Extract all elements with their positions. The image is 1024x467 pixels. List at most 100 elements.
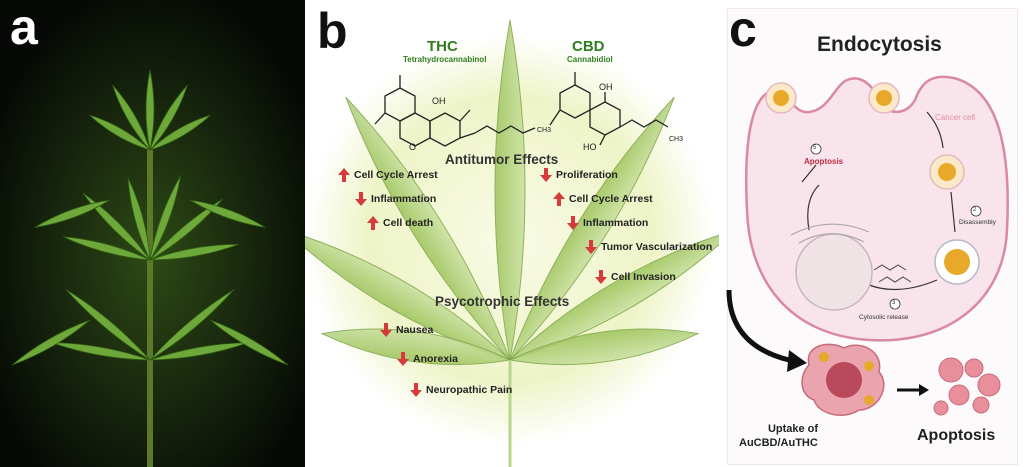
golgi-apparatus bbox=[790, 223, 870, 244]
plant-leaflet bbox=[82, 192, 151, 261]
effect-item: Nausea bbox=[380, 323, 433, 337]
nanoparticle-icon bbox=[868, 82, 900, 114]
antitumor-effects-title: Antitumor Effects bbox=[445, 152, 559, 167]
plant-leaflet bbox=[149, 198, 224, 261]
effect-label: Cell Invasion bbox=[611, 271, 676, 283]
cbd-oh-label: OH bbox=[599, 82, 613, 92]
effect-item: Inflammation bbox=[567, 216, 648, 230]
effect-item: Cell Cycle Arrest bbox=[338, 168, 438, 182]
cbd-title: CBD bbox=[572, 38, 605, 55]
endocytosis-diagram bbox=[726, 75, 1009, 416]
plant-leaflet bbox=[149, 243, 239, 261]
step-disassembly-label: Disassembly bbox=[959, 219, 996, 226]
effect-item: Tumor Vascularization bbox=[585, 240, 712, 254]
step-cytosolic-label: Cytosolic release bbox=[859, 314, 909, 321]
plant-leaflet bbox=[149, 114, 211, 151]
effect-item: Anorexia bbox=[397, 352, 458, 366]
plant-leaflet bbox=[89, 114, 151, 151]
plant-leaflet bbox=[62, 236, 151, 261]
panel-a-label: a bbox=[10, 0, 38, 55]
uptake-arrow bbox=[726, 289, 790, 363]
effect-label: Inflammation bbox=[583, 217, 649, 229]
leaf-blade bbox=[509, 229, 719, 361]
leaf-background: OH O CH3 OH HO CH3 bbox=[305, 19, 719, 467]
effect-item: Cell Invasion bbox=[595, 270, 676, 284]
effect-item: Cell death bbox=[367, 216, 433, 230]
leaf-blade bbox=[509, 96, 675, 361]
cbd-ho-label: HO bbox=[583, 142, 597, 152]
apoptotic-bodies-icon bbox=[933, 357, 1001, 416]
down-arrow-icon bbox=[595, 270, 607, 284]
thc-title: THC bbox=[427, 38, 458, 55]
panel-a-cannabis-photo: a bbox=[0, 0, 305, 467]
plant-leaflet bbox=[112, 84, 151, 151]
effect-label: Nausea bbox=[396, 324, 434, 336]
down-arrow-icon bbox=[567, 216, 579, 230]
panel-b-cannabinoid-effects: OH O CH3 OH HO CH3 b THC Tetrahydrocanna… bbox=[305, 0, 719, 467]
cbd-molecule-icon bbox=[549, 72, 669, 146]
up-arrow-icon bbox=[553, 192, 565, 206]
plant-leaflet bbox=[149, 84, 188, 151]
cannabis-plant-illustration bbox=[0, 0, 305, 467]
plant-leaflet bbox=[65, 288, 151, 361]
effect-item: Inflammation bbox=[355, 192, 436, 206]
panel-b-label: b bbox=[317, 3, 348, 59]
uptake-label-line2: AuCBD/AuTHC bbox=[739, 437, 818, 449]
effect-label: Inflammation bbox=[371, 193, 437, 205]
nanoparticle-icon bbox=[765, 82, 797, 114]
cancer-cell-label: Cancer cell bbox=[935, 113, 976, 122]
pathway-arrows bbox=[801, 111, 956, 291]
uptake-cell-nucleus bbox=[826, 362, 862, 398]
step5-number: 5 bbox=[813, 145, 817, 151]
effect-label: Cell Cycle Arrest bbox=[569, 193, 653, 205]
thc-oh-label: OH bbox=[432, 96, 446, 106]
endocytosis-title: Endocytosis bbox=[817, 33, 942, 56]
psycotrophic-effects-title: Psycotrophic Effects bbox=[435, 294, 570, 309]
plant-leaves bbox=[11, 69, 289, 366]
step2-number: 2 bbox=[973, 207, 977, 213]
effect-label: Tumor Vascularization bbox=[601, 241, 713, 253]
step-apoptosis-label: Apoptosis bbox=[804, 157, 844, 166]
panel-c-label: c bbox=[729, 1, 757, 57]
endosome-icon bbox=[929, 154, 965, 190]
effect-label: Anorexia bbox=[413, 353, 458, 365]
apoptosis-big-label: Apoptosis bbox=[917, 427, 996, 444]
leaf-blade bbox=[494, 19, 526, 361]
leaf-blade bbox=[305, 229, 511, 361]
plant-leaflet bbox=[149, 175, 182, 261]
down-arrow-icon bbox=[397, 352, 409, 366]
cbd-fullname: Cannabidiol bbox=[567, 55, 613, 64]
effect-item: Proliferation bbox=[540, 168, 618, 182]
thc-ch3-label: CH3 bbox=[537, 127, 551, 134]
plant-leaflet bbox=[149, 288, 235, 361]
uptake-label-line1: Uptake of bbox=[767, 423, 819, 435]
disassembly-vesicle-icon bbox=[934, 239, 980, 285]
step3-number: 3 bbox=[892, 300, 896, 306]
effect-label: Proliferation bbox=[556, 169, 618, 181]
up-arrow-icon bbox=[338, 168, 350, 182]
down-arrow-icon bbox=[585, 240, 597, 254]
plant-leaflet bbox=[34, 199, 111, 228]
leaf-blade bbox=[345, 96, 511, 361]
effect-item: Cell Cycle Arrest bbox=[553, 192, 653, 206]
leaf-blade bbox=[508, 328, 700, 366]
down-arrow-icon bbox=[380, 323, 392, 337]
down-arrow-icon bbox=[410, 383, 422, 397]
cbd-ch3-label: CH3 bbox=[669, 136, 683, 143]
effect-label: Neuropathic Pain bbox=[426, 384, 513, 396]
down-arrow-icon bbox=[540, 168, 552, 182]
nucleus bbox=[795, 233, 873, 311]
panel-c-endocytosis: c Endocytosis Cancer cell 5 Apoptosis 2 … bbox=[719, 0, 1024, 467]
plant-leaflet bbox=[145, 69, 155, 151]
cannabis-leaf-icon bbox=[305, 19, 719, 366]
thc-o-label: O bbox=[409, 142, 416, 152]
leaf-blade bbox=[320, 328, 512, 366]
cbd-thc-molecule-icon bbox=[873, 264, 912, 283]
effect-item: Neuropathic Pain bbox=[410, 383, 512, 397]
down-arrow-icon bbox=[355, 192, 367, 206]
effect-label: Cell death bbox=[383, 217, 434, 229]
effect-label: Cell Cycle Arrest bbox=[354, 169, 438, 181]
thc-fullname: Tetrahydrocannabinol bbox=[403, 55, 487, 64]
up-arrow-icon bbox=[367, 216, 379, 230]
plant-leaflet bbox=[127, 177, 151, 261]
